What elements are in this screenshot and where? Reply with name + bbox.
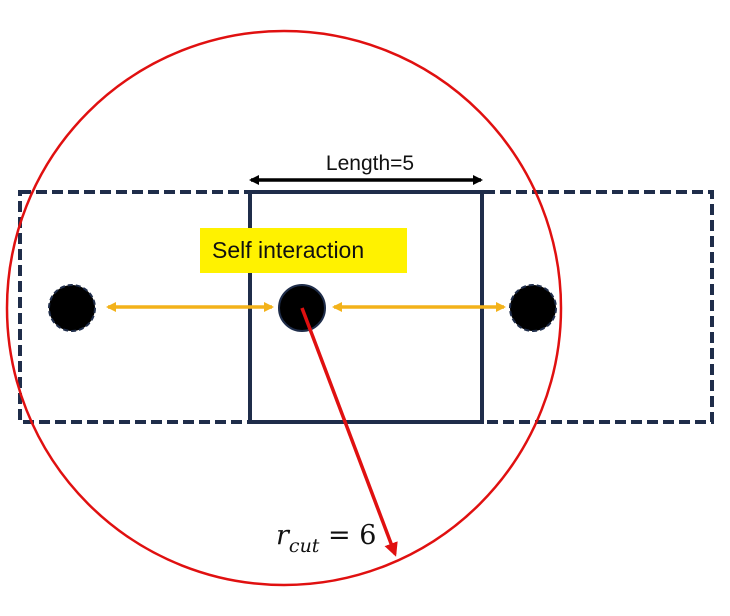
rcut-symbol: r	[276, 520, 291, 551]
rcut-subscript: cut	[289, 535, 320, 557]
particle-image-left	[48, 284, 96, 332]
particle-image-right	[509, 284, 557, 332]
self-interaction-label: Self interaction	[212, 237, 364, 263]
length-label: Length=5	[326, 152, 414, 175]
cutoff-radius-arrow	[300, 307, 398, 557]
cutoff-circle	[5, 29, 563, 587]
rcut-label: rcut = 6	[276, 520, 376, 557]
rcut-value: = 6	[319, 520, 376, 551]
self-interaction-highlight	[200, 228, 407, 273]
